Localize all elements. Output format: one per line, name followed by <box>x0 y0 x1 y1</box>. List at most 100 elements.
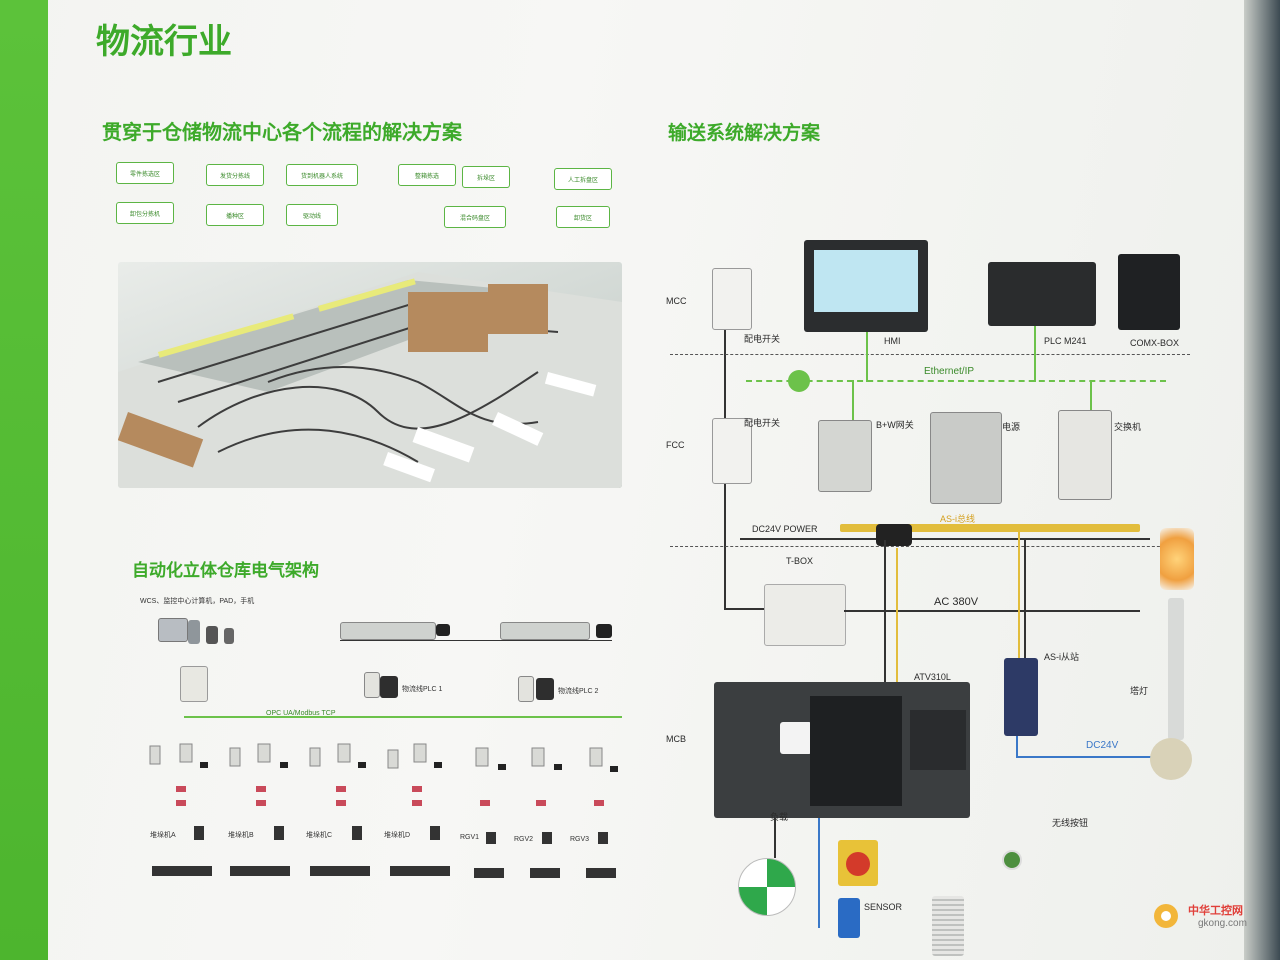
unit-label-d: 堆垛机D <box>384 832 411 839</box>
sensor-reflector <box>932 896 964 956</box>
plc1-label: 物流线PLC 1 <box>402 686 443 693</box>
watermark-cn: 中华工控网 <box>1188 905 1243 917</box>
wireless-button-icon <box>1002 850 1022 870</box>
gear-icon <box>1154 904 1178 928</box>
left-top-heading: 贯穿于仓储物流中心各个流程的解决方案 <box>102 120 462 144</box>
wireless-label: 无线按钮 <box>1052 818 1089 828</box>
tag-manual-depalletize: 人工拆盘区 <box>554 168 612 190</box>
watermark-url: gkong.com <box>1198 918 1247 929</box>
plc1-switch-icon <box>364 672 380 698</box>
tbox-label: T-BOX <box>786 556 814 566</box>
tag-mixed-pallet: 混合码盘区 <box>444 206 506 228</box>
warehouse-illustration <box>118 272 622 488</box>
tower-light-pole <box>1168 598 1184 740</box>
drive-asi-wire <box>896 548 898 684</box>
estop-box <box>838 840 878 886</box>
load-wire <box>774 818 776 858</box>
atv310l-drive <box>910 710 966 770</box>
ac380-wire <box>844 610 1140 612</box>
plc2-switch-icon <box>518 676 534 702</box>
plc2-label: 物流线PLC 2 <box>558 688 599 695</box>
plc-drop <box>1034 326 1036 382</box>
drive-feed-wire <box>884 540 886 686</box>
tbox-feed-wire <box>724 608 764 610</box>
sensor-wire <box>818 818 820 928</box>
hmi-panel <box>804 240 928 332</box>
left-bottom-heading: 自动化立体仓库电气架构 <box>132 561 319 581</box>
plc1-icon <box>380 676 398 698</box>
io-rack-1 <box>340 622 436 640</box>
sensor-device <box>838 898 860 938</box>
arch-top-line <box>340 640 612 641</box>
ac380-label: AC 380V <box>934 596 979 608</box>
slave-dc-wire <box>1024 540 1026 660</box>
unit-label-rgv1: RGV1 <box>460 834 480 841</box>
tag-unloading: 卸货区 <box>556 206 610 228</box>
sensor-label: SENSOR <box>864 902 903 912</box>
tower-label: 塔灯 <box>1130 686 1149 696</box>
pc-tower-icon <box>188 620 200 644</box>
heatsink <box>810 696 902 806</box>
unit-devices-graphic <box>149 743 618 878</box>
switch2-label: 配电开关 <box>744 418 781 428</box>
network-switch <box>1058 410 1112 500</box>
tag-robot-system: 货到机器人系统 <box>286 164 358 186</box>
unit-label-c: 堆垛机C <box>306 832 333 839</box>
fcc-divider <box>670 546 1190 547</box>
mcb-label: MCB <box>666 734 686 744</box>
tag-case-picking: 整箱拣选 <box>398 164 456 186</box>
hmi-1-icon <box>436 624 450 636</box>
hmi-2-icon <box>596 624 612 638</box>
main-switch-icon <box>180 666 208 702</box>
tag-unload-sorter: 卸包分拣机 <box>116 202 174 224</box>
gkong-watermark: 中华工控网 gkong.com <box>1146 896 1266 936</box>
power-supply <box>930 412 1002 504</box>
tag-parts-picking: 零件拣选区 <box>116 162 174 184</box>
dc24-power-label: DC24V POWER <box>752 524 818 534</box>
unit-label-rgv3: RGV3 <box>570 836 590 843</box>
bw-gateway <box>818 420 872 492</box>
tag-shipping-sort: 发货分拣线 <box>206 164 264 186</box>
mcb-drive-unit <box>714 682 970 818</box>
slave-asi-wire <box>1018 530 1020 660</box>
unit-label-rgv2: RGV2 <box>514 836 534 843</box>
hmi-label: HMI <box>884 336 901 346</box>
dc24-wire <box>740 538 1150 540</box>
right-heading: 输送系统解决方案 <box>668 122 821 144</box>
switch1-label: 配电开关 <box>744 334 781 344</box>
asi-slave-module <box>1004 658 1038 736</box>
estop-button-icon <box>846 852 870 876</box>
mcc-divider <box>670 354 1190 355</box>
io-rack-2 <box>500 622 590 640</box>
load-motor-disk <box>738 858 796 916</box>
dc24v-drop <box>1016 736 1018 756</box>
fcc-label: FCC <box>666 440 685 450</box>
fcc-breaker <box>712 418 752 484</box>
tablet-icon <box>206 626 218 644</box>
tower-light-base <box>1150 738 1192 780</box>
asi-label: AS-i总线 <box>940 514 976 524</box>
motor-switch <box>780 722 812 754</box>
switch-drop <box>1090 380 1092 410</box>
opc-bus-line <box>184 716 622 718</box>
hmi-screen <box>814 250 918 312</box>
asi-bus-cable <box>840 524 1140 532</box>
unit-label-a: 堆垛机A <box>150 832 176 839</box>
main-title: 物流行业 <box>96 22 232 62</box>
arch-top-label: WCS、监控中心计算机，PAD，手机 <box>140 598 255 605</box>
netswitch-label: 交换机 <box>1114 422 1142 432</box>
gateway-drop <box>852 380 854 420</box>
asi-tap-module <box>876 524 912 546</box>
mcc-label: MCC <box>666 296 687 306</box>
asi-slave-label: AS-i从站 <box>1044 652 1080 662</box>
right-edge <box>1244 0 1280 960</box>
t-box <box>764 584 846 646</box>
ethernet-label: Ethernet/IP <box>924 366 975 377</box>
dc24v-label: DC24V <box>1086 740 1119 751</box>
opc-bus-label: OPC UA/Modbus TCP <box>266 710 336 717</box>
green-side-bar <box>0 0 48 960</box>
psu-label: 电源 <box>1002 422 1021 432</box>
ethernet-globe-icon <box>788 370 810 392</box>
computer-icon <box>158 618 188 642</box>
plc-label: PLC M241 <box>1044 336 1087 346</box>
